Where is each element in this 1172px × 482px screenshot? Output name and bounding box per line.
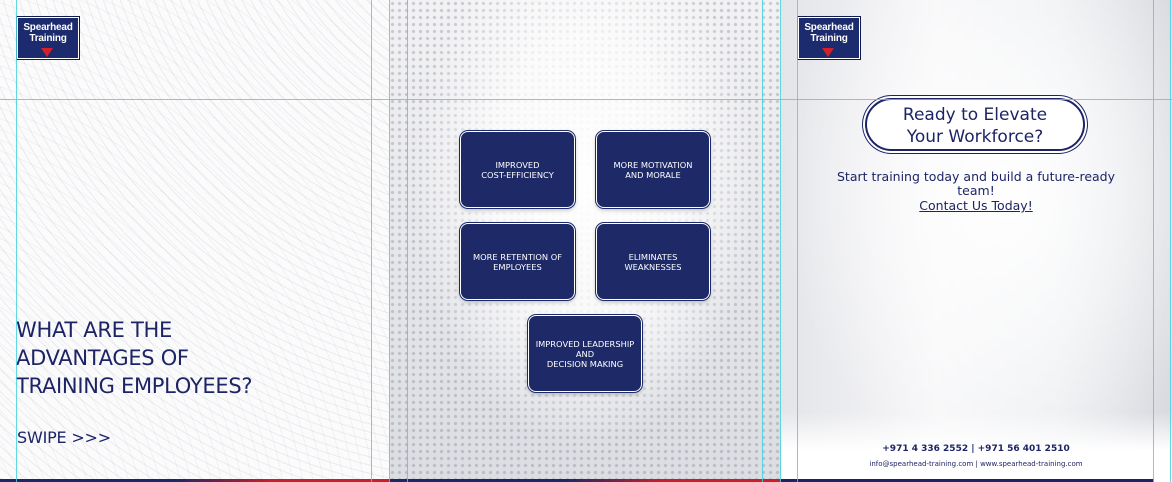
slide-1-headline: WHAT ARE THE ADVANTAGES OF TRAINING EMPL…: [16, 316, 316, 400]
tile-text-line: COST-EFFICIENCY: [481, 169, 554, 180]
logo-text-line1: Spearhead: [804, 22, 854, 33]
contact-us-link[interactable]: Contact Us Today!: [919, 198, 1033, 213]
guide-line-vertical: [762, 0, 763, 482]
tile-text-line: IMPROVED: [495, 159, 540, 170]
guide-line-vertical: [1153, 0, 1154, 482]
cta-title-pill: Ready to Elevate Your Workforce?: [865, 98, 1085, 151]
cta-subtext: Start training today and build a future-…: [821, 170, 1131, 213]
footer-fade: [781, 412, 1172, 482]
headline-line: WHAT ARE THE: [16, 318, 172, 342]
logo-text-line1: Spearhead: [23, 22, 73, 33]
logo-red-chevron-icon: [822, 48, 834, 57]
guide-line-vertical: [16, 0, 17, 482]
headline-line: ADVANTAGES OF: [16, 346, 189, 370]
guide-line-horizontal: [0, 99, 1172, 100]
tile-text-line: ELIMINATES: [628, 251, 678, 262]
tile-text-line: MORE MOTIVATION: [613, 159, 693, 170]
bottom-accent-bar: [781, 479, 1154, 482]
bottom-accent-bar: [389, 479, 781, 482]
guide-line-vertical: [780, 0, 781, 482]
tile-text-line: WEAKNESSES: [624, 261, 682, 272]
tile-text-line: AND MORALE: [625, 169, 681, 180]
logo-text-line2: Training: [29, 33, 67, 44]
tile-text-line: EMPLOYEES: [493, 261, 542, 272]
guide-line-vertical: [1170, 0, 1171, 482]
guide-line-vertical: [389, 0, 390, 482]
benefit-tile: MORE MOTIVATION AND MORALE: [596, 131, 710, 208]
logo-text-line2: Training: [810, 33, 848, 44]
benefit-tile: MORE RETENTION OF EMPLOYEES: [460, 223, 575, 300]
cta-subtext-line: team!: [957, 183, 995, 198]
tile-text-line: AND: [575, 348, 595, 359]
spearhead-training-logo: Spearhead Training: [16, 16, 80, 60]
guide-line-vertical: [797, 0, 798, 482]
benefit-tile: ELIMINATES WEAKNESSES: [596, 223, 710, 300]
tile-text-line: DECISION MAKING: [546, 358, 624, 369]
cta-title-line: Your Workforce?: [906, 127, 1044, 147]
phone-numbers: +971 4 336 2552 | +971 56 401 2510: [882, 444, 1070, 454]
slide-2-panel: IMPROVED COST-EFFICIENCY MORE MOTIVATION…: [389, 0, 781, 482]
slide-1-panel: Spearhead Training WHAT ARE THE ADVANTAG…: [0, 0, 389, 482]
spearhead-training-logo: Spearhead Training: [797, 16, 861, 60]
swipe-hint: SWIPE >>>: [17, 428, 111, 447]
benefit-tile: IMPROVED COST-EFFICIENCY: [460, 131, 575, 208]
slide-3-panel: Spearhead Training Ready to Elevate Your…: [781, 0, 1172, 482]
tile-text-line: MORE RETENTION OF: [472, 251, 563, 262]
bottom-accent-bar: [0, 479, 389, 482]
contact-email-website: info@spearhead-training.com | www.spearh…: [869, 460, 1083, 468]
cta-title-line: Ready to Elevate: [902, 105, 1048, 125]
logo-red-chevron-icon: [41, 48, 53, 57]
benefit-tile: IMPROVED LEADERSHIP AND DECISION MAKING: [528, 315, 642, 392]
cta-subtext-line: Start training today and build a future-…: [836, 169, 1115, 184]
tile-text-line: IMPROVED LEADERSHIP: [535, 338, 635, 349]
headline-line: TRAINING EMPLOYEES?: [16, 374, 253, 398]
guide-line-vertical: [371, 0, 372, 482]
guide-line-vertical: [407, 0, 408, 482]
